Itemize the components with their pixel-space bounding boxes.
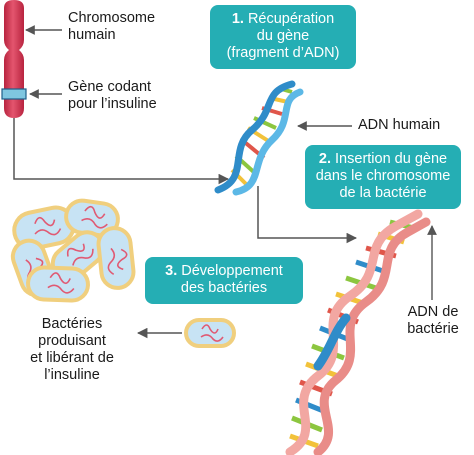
- adn-bacterie-label: ADN de bactérie: [398, 304, 468, 338]
- step-2-box: 2. Insertion du gène dans le chromosome …: [305, 145, 461, 209]
- single-bacterium-icon: [184, 318, 236, 348]
- step-3-box: 3. Développement des bactéries: [145, 257, 303, 304]
- step-3-number: 3.: [165, 263, 178, 279]
- bacterium-icon: [26, 265, 90, 303]
- chromosome-label: Chromosome humain: [68, 10, 155, 44]
- step-3-line: des bactéries: [180, 280, 268, 296]
- bacterium-icon: [96, 226, 136, 290]
- bacteries-label: Bactéries produisant et libérant de l’in…: [14, 316, 130, 384]
- gene-label-line: pour l’insuline: [68, 96, 157, 112]
- gene-band: [1, 88, 27, 100]
- step-2-line: de la bactérie: [339, 185, 427, 201]
- step-1-line: Récupération: [247, 11, 335, 27]
- bacteries-label-line: et libérant de: [30, 350, 114, 366]
- insertion-arrow: [257, 186, 358, 244]
- step-2-line: Insertion du gène: [335, 151, 448, 167]
- step-2-line: dans le chromosome: [315, 168, 451, 184]
- chromosome-icon: [1, 0, 27, 118]
- bacteries-label-line: produisant: [38, 333, 106, 349]
- step-2-number: 2.: [318, 151, 331, 167]
- bacterial-dna-helix-icon: [285, 209, 431, 455]
- gene-label-line: Gène codant: [68, 79, 152, 95]
- step-3-line: Développement: [181, 263, 283, 279]
- step-1-line: du gène: [256, 28, 310, 44]
- step-1-box: 1. Récupération du gène (fragment d’ADN): [210, 5, 356, 69]
- gene-label: Gène codant pour l’insuline: [68, 79, 157, 113]
- extraction-arrow: [13, 118, 230, 185]
- inserted-gene-segment: [313, 313, 351, 371]
- adn-bacterie-label-line: bactérie: [407, 321, 459, 337]
- dna-helix-icon: [214, 80, 304, 196]
- step-1-line: (fragment d’ADN): [226, 45, 340, 61]
- bacteries-label-line: Bactéries: [41, 316, 103, 332]
- step-1-number: 1.: [231, 11, 244, 27]
- chromosome-label-line: Chromosome: [68, 10, 156, 26]
- adn-bacterie-label-line: ADN de: [407, 304, 459, 320]
- bacteria-cluster: [10, 198, 136, 303]
- adn-humain-label: ADN humain: [358, 117, 441, 133]
- bacteries-label-line: l’insuline: [44, 367, 100, 383]
- chromosome-label-line: humain: [68, 27, 116, 43]
